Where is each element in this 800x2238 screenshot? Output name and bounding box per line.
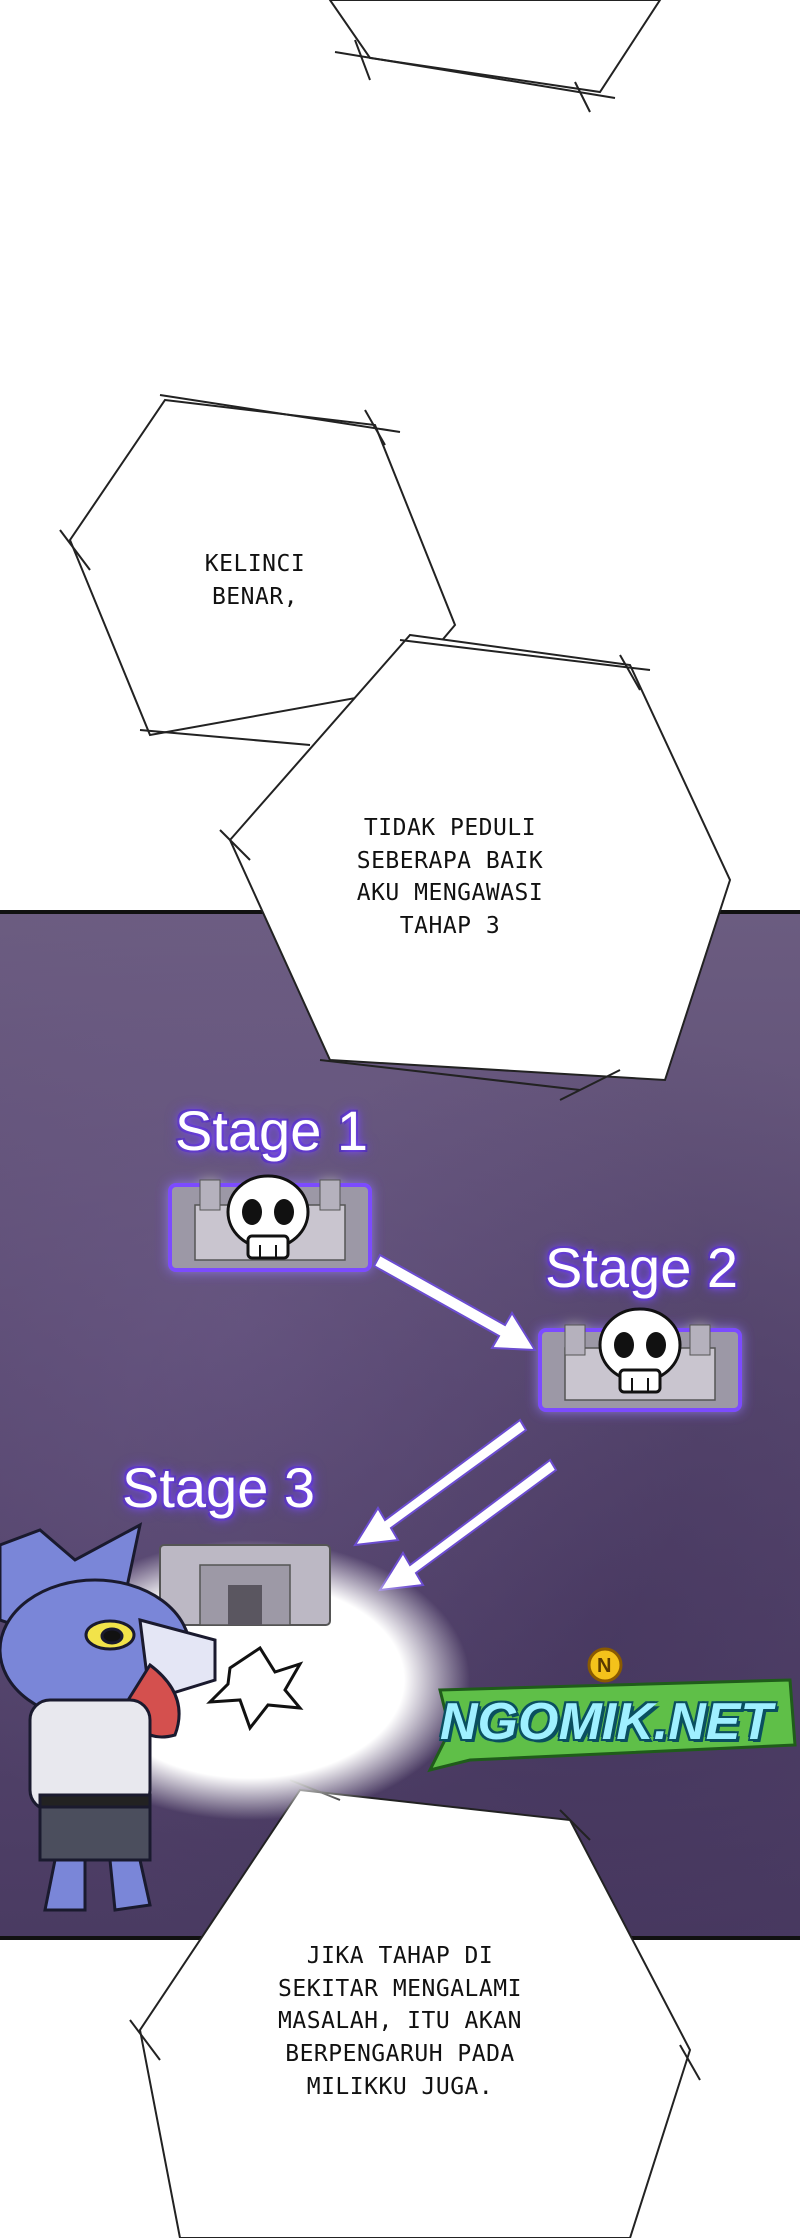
skull-icon — [226, 1174, 310, 1260]
skull-icon — [598, 1307, 682, 1394]
wolf-character — [0, 1522, 217, 1912]
watermark-ribbon — [427, 1647, 797, 1773]
speech-bubble-2-text: TIDAK PEDULI SEBERAPA BAIK AKU MENGAWASI… — [356, 815, 544, 939]
speech-bubble-outline-1 — [59, 394, 457, 746]
speech-bubble-1-text: KELINCI BENAR, — [204, 551, 306, 610]
watermark-text: NGOMIK.NET — [440, 1693, 773, 1751]
stage-1-label: Stage 1 — [175, 1099, 369, 1162]
watermark-badge: N — [597, 1655, 612, 1677]
dungeon-stage-3 — [159, 1544, 331, 1626]
stage-2-label: Stage 2 — [545, 1236, 739, 1299]
speech-bubble-outline-top — [328, 0, 662, 113]
speech-bubble-outline-2 — [219, 633, 732, 1101]
stage-3-label: Stage 3 — [122, 1456, 316, 1519]
watermark: N NGOMIK.NET — [432, 1655, 792, 1770]
arrow-icon — [353, 1253, 558, 1592]
speech-bubble-3-text: JIKA TAHAP DI SEKITAR MENGALAMI MASALAH,… — [278, 1943, 522, 2100]
